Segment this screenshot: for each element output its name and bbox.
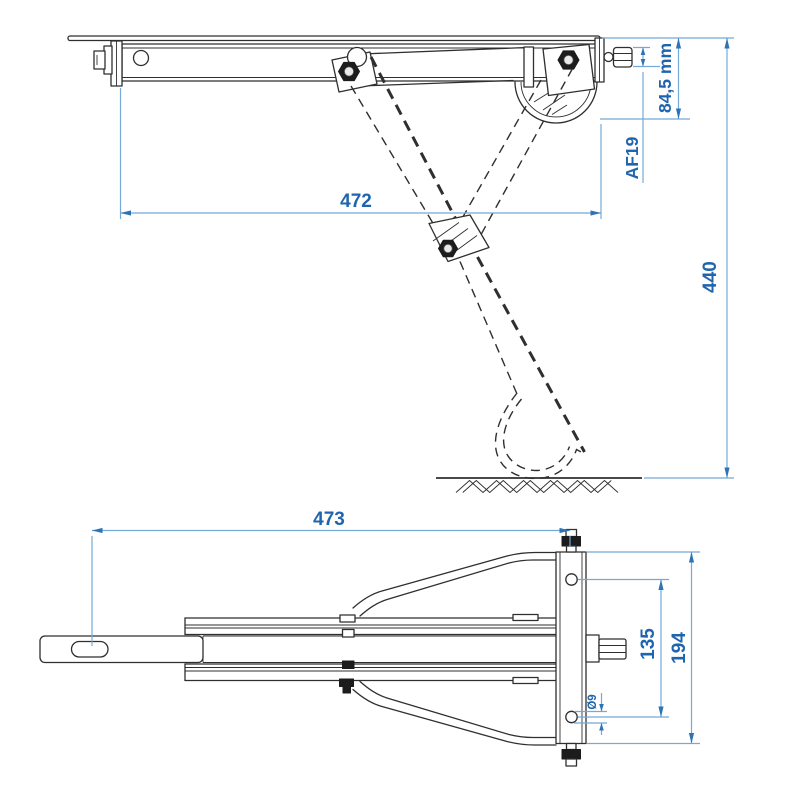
plate-bolt-top-icon <box>561 536 581 547</box>
bracket-bolt-icon <box>93 50 106 70</box>
dim-dia9: Ø9 <box>574 693 607 735</box>
centre-clamp <box>339 614 356 694</box>
chassis-bar <box>67 35 601 42</box>
dim-label-spanner: AF19 <box>622 136 642 179</box>
crank-end <box>514 37 633 124</box>
dim-label-hole-spacing: 135 <box>638 628 659 660</box>
spindle-plan <box>585 634 627 663</box>
stowed-arm <box>358 46 535 88</box>
brace-tubes <box>352 551 557 746</box>
extended-linkage <box>350 56 586 480</box>
foot-inner <box>502 398 571 472</box>
plate-bolt-bottom-icon <box>561 749 581 760</box>
leg-edge <box>476 256 586 453</box>
mounting-plate <box>555 528 587 767</box>
dim-473: 473 <box>91 509 571 646</box>
plate-hole-top <box>565 573 578 586</box>
dim-label-plate-height: 194 <box>669 632 690 664</box>
foot-outer <box>494 392 585 480</box>
ground-hatch <box>462 479 612 494</box>
dim-194: 194 <box>587 551 700 745</box>
tongue-slot <box>70 640 109 658</box>
dim-af19: AF19 <box>622 46 660 183</box>
knee-joint <box>428 214 490 263</box>
dim-84-5: 84,5 mm <box>600 37 734 120</box>
arm-b-edge <box>477 68 574 241</box>
mid-pivot <box>331 46 378 93</box>
arm-b-edge <box>455 79 542 230</box>
rail-hole <box>132 49 150 67</box>
dim-472: 472 <box>119 88 602 219</box>
dim-label-bracket-height: 84,5 mm <box>655 43 675 113</box>
spindle-shaft <box>603 51 614 63</box>
ground-hatch <box>455 479 619 494</box>
side-view: 472 84,5 mm AF19 440 <box>67 35 734 494</box>
dim-label-width: 472 <box>340 191 372 212</box>
dim-440: 440 <box>644 38 734 479</box>
plan-view: 473 135 194 Ø9 <box>39 509 700 767</box>
knee-bracket <box>428 214 490 263</box>
crank-hex-plan <box>598 638 627 660</box>
plate-hole-bottom <box>565 710 578 724</box>
dim-135: 135 <box>578 578 669 718</box>
u-bracket-outer <box>514 81 598 124</box>
crank-hex <box>612 46 633 68</box>
leg-edge <box>459 261 518 395</box>
left-bracket <box>93 40 123 87</box>
arm-a-edge <box>369 56 462 228</box>
tongue <box>39 635 204 664</box>
ground <box>436 477 642 494</box>
arm-a-edge <box>350 85 438 231</box>
pivot-plate <box>542 43 596 97</box>
dim-label-height: 440 <box>700 261 721 293</box>
u-bracket-inner <box>520 81 592 118</box>
rails <box>184 613 557 685</box>
clamp-bolt-icon <box>339 678 354 687</box>
dim-label-length: 473 <box>313 509 345 530</box>
dim-label-hole-diameter: Ø9 <box>587 694 599 709</box>
